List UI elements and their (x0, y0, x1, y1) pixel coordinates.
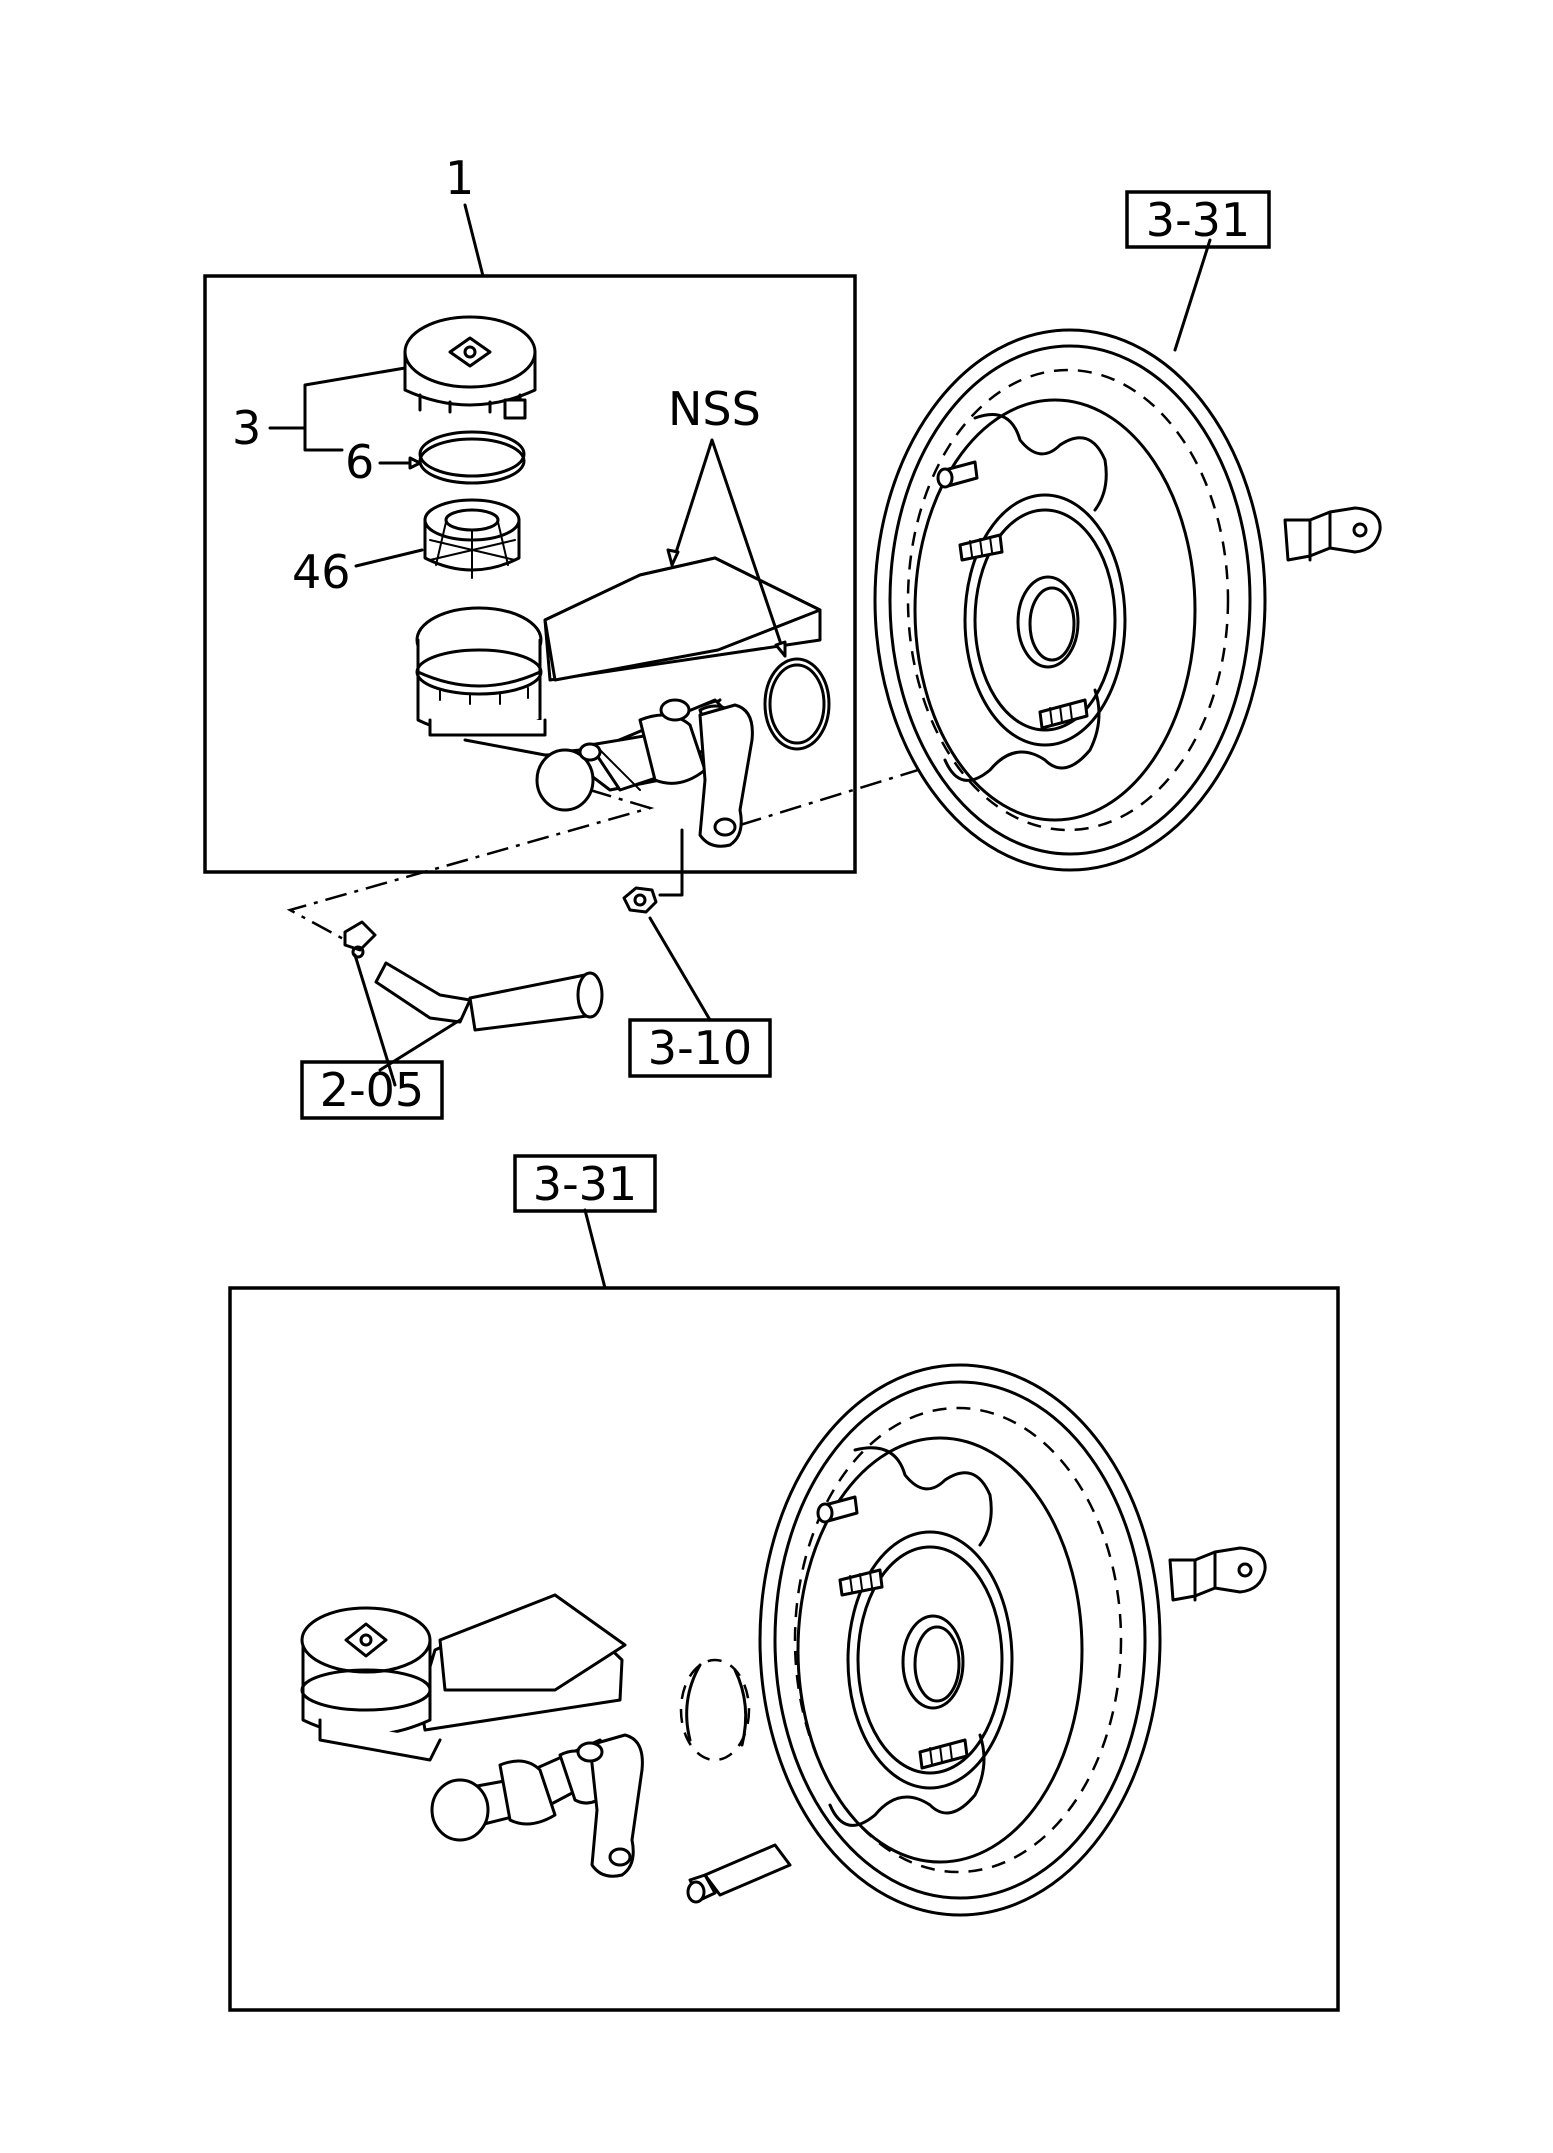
booster-assembly-frame (228, 1286, 1340, 2012)
pipe-ref-label: 2-05 (320, 1063, 424, 1117)
reservoir-cap (403, 315, 537, 420)
brake-booster-top (873, 328, 1382, 872)
booster-bottom-ref-box (513, 1154, 657, 1213)
strainer-label: 46 (292, 545, 351, 599)
brake-pipe (343, 920, 604, 1032)
cap-label: 3 (232, 401, 261, 455)
booster-bottom-leader (583, 1208, 607, 1290)
pipe-alignment-line (286, 788, 655, 950)
nut (622, 886, 658, 914)
pipe-ref-box (300, 1060, 444, 1120)
nss-label: NSS (668, 382, 761, 436)
booster-bottom-ref-label: 3-31 (533, 1157, 637, 1211)
nut-ref-box (628, 1018, 772, 1078)
o-ring (763, 657, 831, 751)
booster-top-leader (1173, 238, 1212, 352)
nut-ref-label: 3-10 (648, 1021, 752, 1075)
booster-top-ref-box (1125, 190, 1271, 249)
assembly-frame (203, 274, 857, 874)
nut-leader (648, 916, 712, 1022)
seal-label: 6 (345, 435, 374, 489)
brake-booster-bottom (758, 1363, 1267, 1917)
booster-top-ref-label: 3-31 (1146, 193, 1250, 247)
cap-leader (268, 366, 407, 452)
nut-leader-top (658, 828, 684, 897)
grease-tube (686, 1843, 792, 1904)
assembly-leader (463, 203, 485, 278)
o-ring-bottom (679, 1658, 751, 1762)
master-cylinder (415, 556, 822, 848)
strainer-leader (354, 548, 424, 568)
assembly-label: 1 (445, 151, 474, 205)
cap-seal (418, 430, 526, 485)
nss-leader (670, 438, 787, 658)
strainer (423, 498, 521, 579)
master-cylinder-bottom (300, 1593, 644, 1878)
